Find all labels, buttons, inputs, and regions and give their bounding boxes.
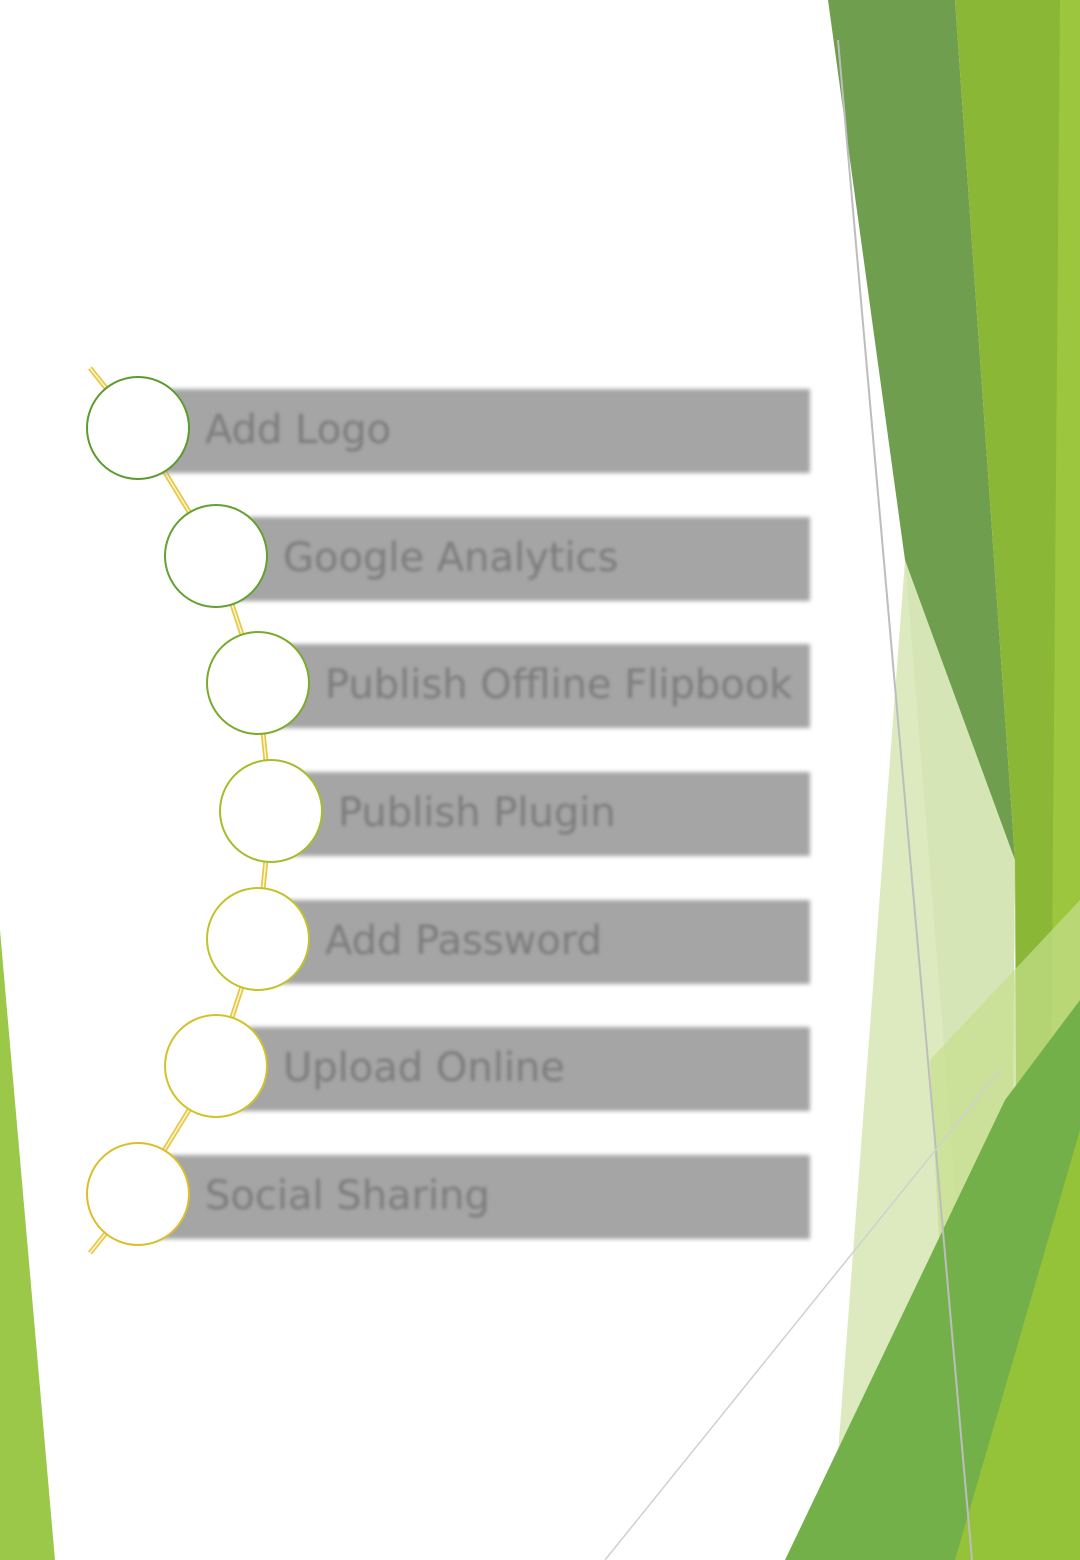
step-bar-publish-offline-flipbook (258, 644, 810, 728)
step-circle-add-logo (86, 376, 190, 480)
step-circle-publish-offline-flipbook (206, 631, 310, 735)
step-bar-google-analytics (216, 517, 810, 601)
step-label-publish-offline-flipbook: Publish Offline Flipbook (325, 662, 793, 708)
right-panel-bottom-bright-green (955, 1130, 1080, 1560)
step-bar-social-sharing (138, 1155, 810, 1239)
step-label-publish-plugin: Publish Plugin (338, 790, 616, 836)
step-bar-publish-plugin (271, 772, 810, 856)
step-label-add-password: Add Password (325, 918, 602, 964)
thin-line-vertical (837, 39, 973, 1560)
step-bar-upload-online (216, 1027, 810, 1111)
step-bar-add-logo (138, 389, 810, 473)
step-label-upload-online: Upload Online (283, 1045, 565, 1091)
step-circle-upload-online (164, 1014, 268, 1118)
step-circle-social-sharing (86, 1142, 190, 1246)
step-circle-publish-plugin (219, 759, 323, 863)
thin-line-diagonal (604, 1069, 1001, 1560)
left-green-strip (0, 930, 55, 1560)
step-circle-add-password (206, 887, 310, 991)
step-label-google-analytics: Google Analytics (283, 535, 619, 581)
step-label-social-sharing: Social Sharing (205, 1173, 490, 1219)
step-bar-add-password (258, 900, 810, 984)
step-circle-google-analytics (164, 504, 268, 608)
step-label-add-logo: Add Logo (205, 407, 392, 453)
